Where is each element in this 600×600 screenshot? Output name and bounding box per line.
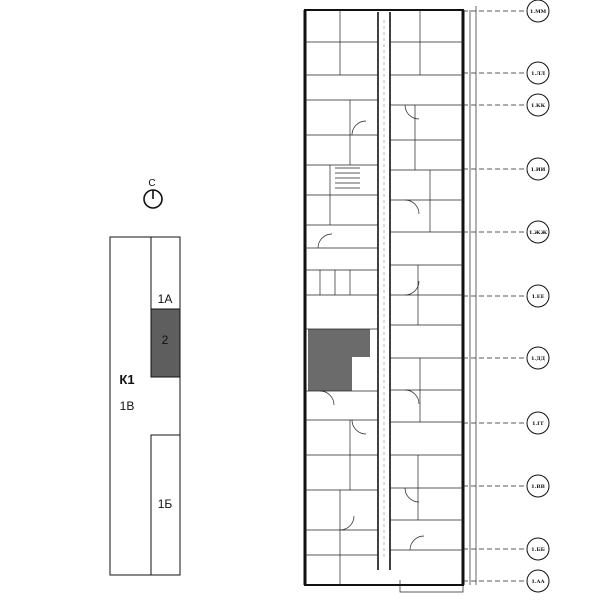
axis-label: 1.ЛЛ xyxy=(531,71,546,77)
floor-plan xyxy=(303,9,471,593)
axis-1ee: 1.ЕЕ xyxy=(463,284,550,308)
grid-axes: 1.ММ 1.ЛЛ 1.КК 1.ИИ 1.ЖЖ 1.ЕЕ xyxy=(463,0,550,593)
axis-1kk: 1.КК xyxy=(463,93,550,117)
axis-bubble xyxy=(526,537,550,561)
axis-label: 1.ДД xyxy=(531,356,546,362)
key-plan-label-1a: 1А xyxy=(158,292,173,306)
axis-1ll: 1.ЛЛ xyxy=(463,61,550,85)
axis-label: 1.ГГ xyxy=(532,421,545,427)
axis-1ii: 1.ИИ xyxy=(463,157,550,181)
highlighted-apartment-upper xyxy=(308,329,370,357)
axis-label: 1.ММ xyxy=(530,9,547,15)
axis-label: 1.ЖЖ xyxy=(529,230,548,236)
entrance-canopy xyxy=(399,580,464,593)
west-rooms xyxy=(305,10,378,585)
axis-bubble xyxy=(526,569,550,593)
axis-1vv: 1.ВВ xyxy=(463,474,550,498)
axis-bubble xyxy=(526,0,550,23)
axis-bubble xyxy=(526,157,550,181)
east-rooms xyxy=(390,10,463,551)
axis-1bb: 1.ББ xyxy=(463,537,550,561)
axis-bubble xyxy=(526,474,550,498)
axis-label: 1.ББ xyxy=(531,547,545,553)
axis-1gg: 1.ГГ xyxy=(463,411,550,435)
axis-label: 1.АА xyxy=(531,579,545,585)
axis-bubble xyxy=(526,220,550,244)
axis-label: 1.ЕЕ xyxy=(532,294,545,300)
axis-bubble xyxy=(526,346,550,370)
key-plan-building-label: К1 xyxy=(119,372,134,387)
axis-bubble xyxy=(526,284,550,308)
axis-bubble xyxy=(526,61,550,85)
axis-1mm: 1.ММ xyxy=(463,0,550,23)
axis-label: 1.КК xyxy=(531,103,546,109)
north-compass: С xyxy=(143,178,163,209)
key-plan-section-1b xyxy=(150,434,181,576)
key-plan-label-2: 2 xyxy=(162,333,169,347)
key-plan-label-1v: 1В xyxy=(120,399,135,413)
axis-label: 1.ИИ xyxy=(531,167,546,173)
axis-label: 1.ВВ xyxy=(531,484,545,490)
key-plan: 1А 2 К1 1В 1Б xyxy=(109,236,181,576)
axis-bubble xyxy=(526,411,550,435)
stair-west xyxy=(335,167,360,189)
axis-1zhzh: 1.ЖЖ xyxy=(463,220,550,244)
highlighted-apartment-lower xyxy=(308,357,352,391)
key-plan-section-2 xyxy=(150,308,181,378)
axis-bubble xyxy=(526,93,550,117)
key-plan-label-1b: 1Б xyxy=(158,497,173,511)
compass-label: С xyxy=(148,178,155,189)
axis-1aa: 1.АА xyxy=(463,569,550,593)
axis-1dd: 1.ДД xyxy=(463,346,550,370)
